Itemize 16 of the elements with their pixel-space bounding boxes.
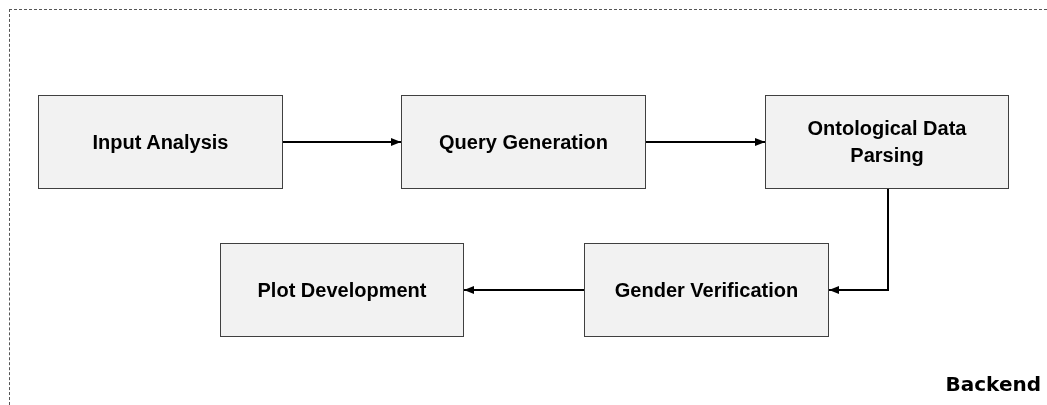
process-box [765, 95, 1009, 189]
process-box [38, 95, 283, 189]
process-box [401, 95, 646, 189]
arrow [645, 138, 766, 146]
section-label: Backend [945, 371, 1041, 398]
process-label: Gender Verification [614, 277, 799, 303]
arrow [463, 286, 585, 294]
process-box [220, 243, 464, 337]
process-label: Query Generation [439, 129, 608, 155]
process-label: Input Analysis [92, 129, 229, 155]
arrow [282, 138, 402, 146]
arrow [828, 188, 889, 294]
process-label: Ontological Data Parsing [806, 116, 968, 168]
process-label: Plot Development [257, 277, 427, 303]
process-box [584, 243, 829, 337]
dashed-boundary [9, 9, 1047, 405]
